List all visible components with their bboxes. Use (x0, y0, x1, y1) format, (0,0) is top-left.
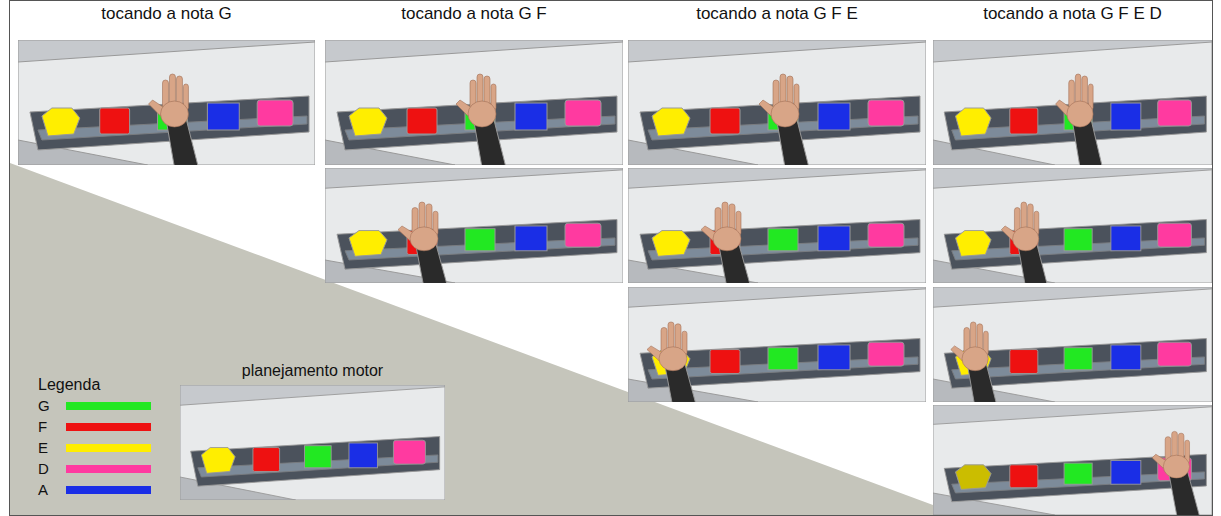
legend-swatch (66, 402, 151, 410)
legend-text: D (38, 460, 49, 478)
column-heading: tocando a nota G F E (628, 4, 926, 24)
legend-swatch (66, 444, 151, 452)
legend-swatch (66, 486, 151, 494)
legend-text: E (38, 439, 48, 457)
column-heading: tocando a nota G F (325, 4, 623, 24)
legend-text: A (38, 481, 48, 499)
grey-ground (10, 163, 960, 515)
legend-swatch (66, 465, 151, 473)
column-heading: tocando a nota G (18, 4, 315, 24)
legend-text: F (38, 418, 47, 436)
legend-text: G (38, 397, 50, 415)
photo-frames (18, 40, 1218, 516)
legend-heading: Legenda (38, 375, 158, 394)
column-heading: tocando a nota G F E D (933, 4, 1212, 24)
panel-caption: planejamento motor (180, 361, 445, 380)
legend-swatch (66, 423, 151, 431)
